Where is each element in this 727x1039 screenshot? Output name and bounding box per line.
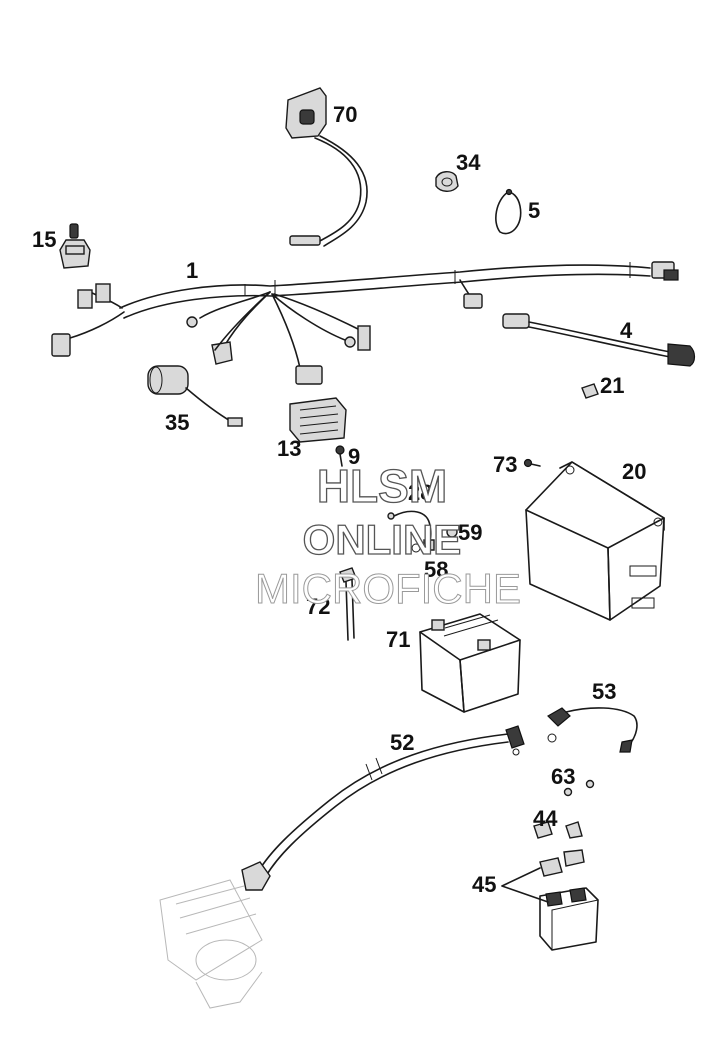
- watermark-line-3: MICROFICHE: [255, 565, 521, 612]
- callout-72: 72: [306, 594, 330, 619]
- part-20-battery-box: [525, 461, 665, 621]
- part-70-connector: [285, 87, 368, 247]
- callout-1: 1: [186, 258, 198, 283]
- part-9-screw: [335, 445, 345, 467]
- part-21-clip: [581, 383, 599, 399]
- callout-63: 63: [551, 764, 575, 789]
- callout-52: 52: [390, 730, 414, 755]
- part-13-regulator: [289, 397, 347, 443]
- part-73-bolt: [523, 458, 541, 468]
- part-52-starter-cable: [241, 725, 525, 891]
- callout-15: 15: [32, 227, 56, 252]
- watermark-line-2: ONLINE: [303, 516, 462, 563]
- part-34-grommet: [435, 171, 459, 192]
- callout-13: 13: [277, 436, 301, 461]
- callout-53: 53: [592, 679, 616, 704]
- callout-21: 21: [600, 373, 624, 398]
- part-28-ground-cable: [387, 510, 435, 551]
- part-4-sensor-cable: [502, 313, 696, 367]
- part-53-battery-cable: [547, 707, 638, 753]
- callout-59: 59: [458, 520, 482, 545]
- callout-5: 5: [528, 198, 540, 223]
- callout-28: 28: [408, 480, 432, 505]
- callout-45: 45: [472, 872, 496, 897]
- part-1-wiring-harness: [51, 261, 679, 385]
- part-71-battery: [419, 613, 521, 713]
- callout-9: 9: [348, 444, 360, 469]
- part-35-capacitor: [147, 365, 243, 427]
- callout-71: 71: [386, 627, 410, 652]
- part-45-starter-relay: [501, 849, 599, 951]
- part-59-nut: [446, 526, 458, 538]
- starter-motor-outline: [159, 879, 263, 1009]
- part-63-screws: [563, 779, 595, 797]
- watermark-line-1: HLSM: [317, 460, 447, 512]
- watermark: HLSM ONLINE MICROFICHE: [255, 459, 522, 612]
- callout-73: 73: [493, 452, 517, 477]
- part-58-washer: [411, 543, 421, 553]
- part-44-caps: [533, 821, 583, 839]
- callout-34: 34: [456, 150, 481, 175]
- part-15-switch: [59, 223, 91, 269]
- callout-58: 58: [424, 557, 448, 582]
- part-72-strap: [339, 567, 357, 641]
- callout-4: 4: [620, 318, 633, 343]
- callout-44: 44: [533, 806, 558, 831]
- callout-20: 20: [622, 459, 646, 484]
- callout-70: 70: [333, 102, 357, 127]
- part-5-cable-tie: [495, 188, 522, 235]
- callout-35: 35: [165, 410, 189, 435]
